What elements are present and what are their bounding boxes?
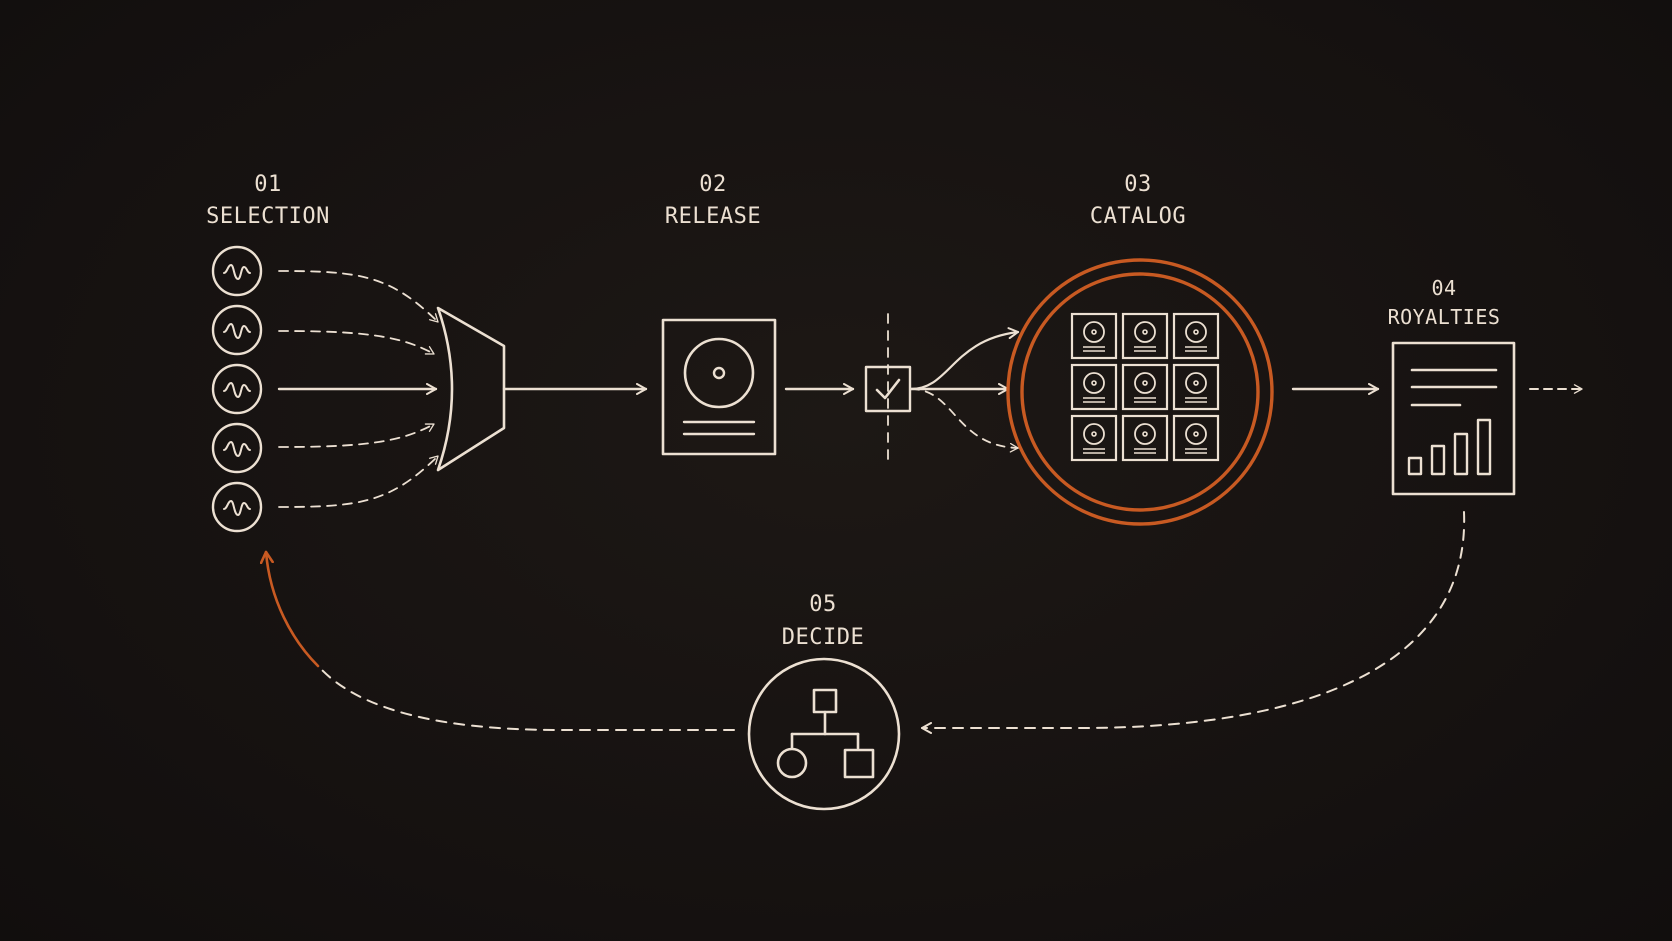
step-label-decide: 05 DECIDE — [782, 592, 864, 650]
selection-sources — [211, 245, 263, 533]
step-label-selection: 01 SELECTION — [206, 172, 330, 229]
record-cell-icon — [1070, 414, 1118, 462]
catalog-inner-ring — [1020, 272, 1260, 512]
dashed-connector — [278, 455, 439, 508]
record-cell-icon — [1172, 312, 1220, 360]
record-grid-icon — [1006, 258, 1274, 526]
step-label-release: 02 RELEASE — [665, 172, 761, 229]
connector-decide-loop — [319, 667, 735, 731]
waveform-circle-icon — [211, 304, 263, 356]
funnel-icon — [436, 306, 506, 472]
vinyl-record-icon — [661, 318, 777, 456]
solid-connector — [909, 327, 1020, 391]
waveform-circle-icon — [211, 422, 263, 474]
step-name: DECIDE — [782, 625, 864, 650]
record-cell-icon — [1172, 414, 1220, 462]
flowchart-icon — [747, 657, 901, 811]
record-cell-icon — [1121, 414, 1169, 462]
waveform-circle-icon — [211, 481, 263, 533]
step-label-catalog: 03 CATALOG — [1090, 172, 1186, 229]
step-name: SELECTION — [206, 204, 330, 229]
step-number: 05 — [809, 592, 837, 617]
step-label-royalties: 04 ROYALTIES — [1388, 276, 1501, 329]
record-cell-icon — [1070, 312, 1118, 360]
bar-chart-document-icon — [1391, 341, 1516, 496]
dashed-connector — [278, 270, 439, 323]
record-cell-icon — [1172, 363, 1220, 411]
selection-connectors — [277, 270, 439, 508]
step-name: RELEASE — [665, 204, 761, 229]
dashed-connector — [278, 423, 435, 448]
waveform-circle-icon — [211, 363, 263, 415]
record-cell-icon — [1070, 363, 1118, 411]
catalog-outer-ring — [1006, 258, 1274, 526]
record-cell-icon — [1121, 312, 1169, 360]
step-name: CATALOG — [1090, 204, 1186, 229]
step-number: 04 — [1431, 276, 1456, 300]
record-cell-icon — [1121, 363, 1169, 411]
record-grid — [1070, 312, 1220, 462]
waveform-circle-icon — [211, 245, 263, 297]
checkmark-box-icon — [864, 313, 912, 465]
gate-connectors — [909, 327, 1020, 453]
dashed-connector — [910, 388, 1019, 453]
connector-loop-selection — [266, 550, 320, 668]
step-number: 03 — [1124, 172, 1152, 197]
connector-royalties-decide — [921, 511, 1466, 734]
step-name: ROYALTIES — [1388, 305, 1501, 329]
dashed-connector — [278, 330, 435, 355]
step-number: 02 — [699, 172, 727, 197]
step-number: 01 — [254, 172, 282, 197]
